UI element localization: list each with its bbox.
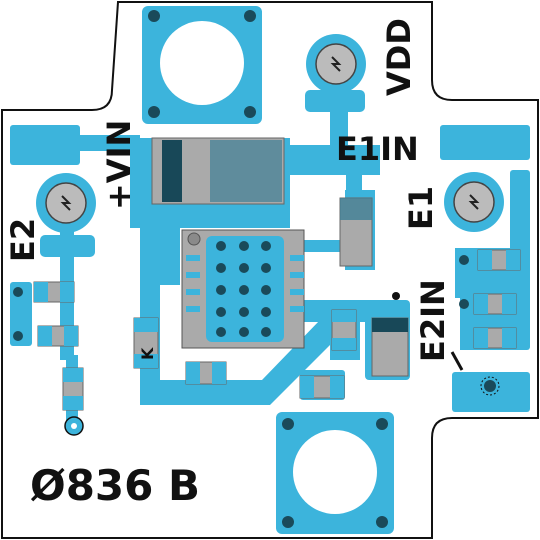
part-number: Ø836 B — [30, 461, 200, 510]
main-ic — [181, 229, 305, 349]
label-e1in: E1IN — [336, 130, 419, 168]
label-e1: E1 — [402, 186, 440, 230]
e1-terminal — [444, 172, 504, 232]
large-smd-component — [151, 137, 285, 205]
label-e2: E2 — [4, 218, 42, 262]
label-k: K — [138, 347, 157, 360]
e2-terminal — [36, 173, 96, 257]
label-vdd: VDD — [380, 18, 418, 96]
label-vin: +VIN — [100, 120, 138, 210]
e2in-bracket — [450, 351, 464, 371]
bottom-mounting-pad — [276, 412, 394, 534]
vdd-terminal — [305, 34, 366, 112]
passive-components — [13, 197, 521, 436]
top-mounting-pad — [142, 6, 262, 124]
label-e2in: E2IN — [414, 279, 452, 362]
